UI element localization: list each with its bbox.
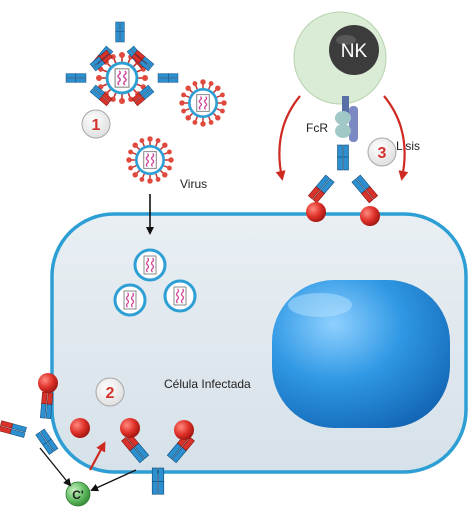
step-badge-icon: 1 (81, 109, 111, 139)
virus-icon (124, 134, 176, 186)
svg-text:1: 1 (92, 117, 101, 134)
complement-icon (65, 481, 91, 507)
cell-label: Célula Infectada (164, 377, 251, 391)
lysis-arrow-left (275, 95, 301, 181)
step-badge-icon: 2 (95, 377, 125, 407)
nucleus-highlight (288, 293, 352, 317)
virus-icon (163, 279, 197, 313)
complement-arrow-b (90, 469, 137, 492)
complement-label: C' (72, 488, 84, 502)
nk-cell-icon: NK (293, 11, 387, 105)
step-badge-icon: 3 (367, 137, 397, 167)
svg-text:2: 2 (106, 385, 115, 402)
virus-icon (133, 248, 167, 282)
virus-label: Virus (180, 177, 207, 191)
virus-icon (177, 77, 229, 129)
virus-icon (113, 283, 147, 317)
cell-nucleus (272, 280, 450, 428)
antibody-icon (120, 418, 195, 495)
complement-arrow-a (39, 447, 72, 487)
virus-antibody-complex (65, 21, 179, 107)
lysis-arrow-right (383, 95, 409, 181)
complement-activation-arrow (89, 441, 106, 471)
nk-label: NK (341, 41, 368, 62)
svg-text:3: 3 (378, 145, 387, 162)
antibody-icon (0, 373, 90, 471)
antibody-icon (306, 144, 380, 226)
fcr-label: FcR (306, 121, 328, 135)
lisis-label: Lisis (396, 139, 420, 153)
fc-receptor-icon (335, 96, 358, 142)
